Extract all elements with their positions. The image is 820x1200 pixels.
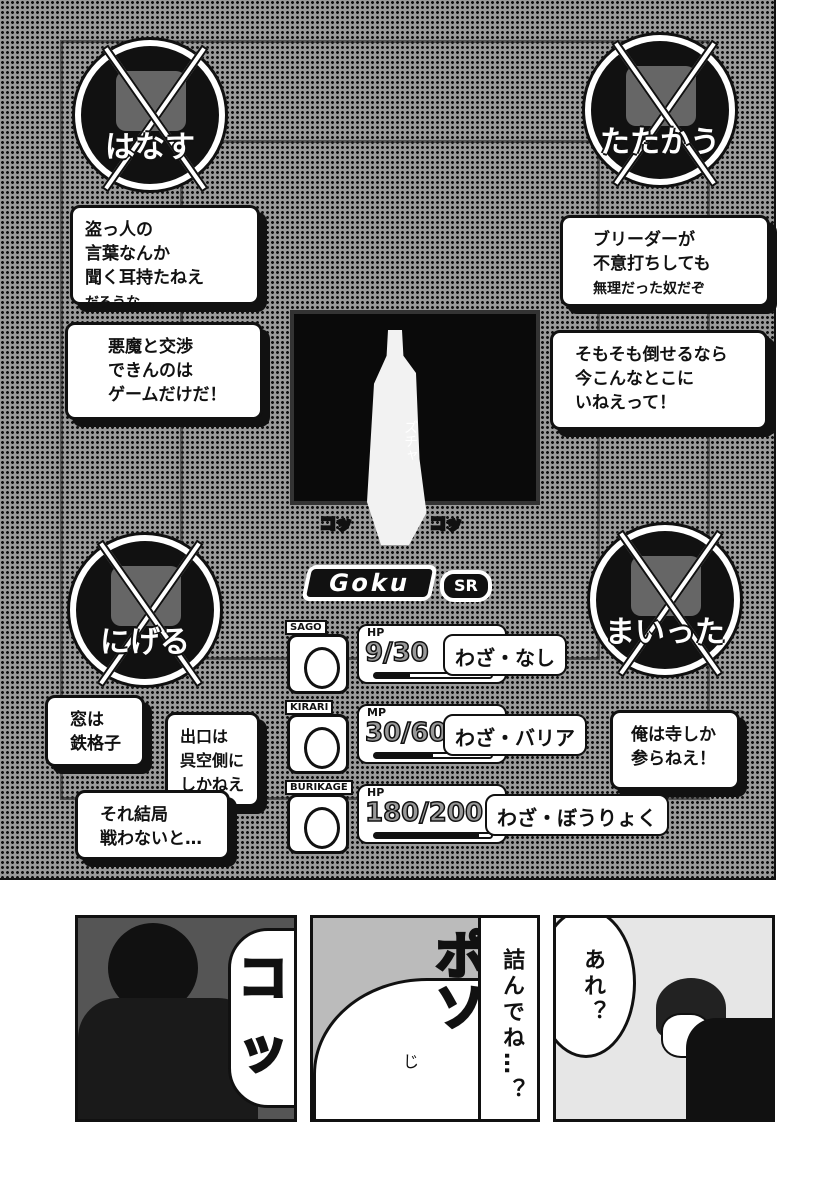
menu-fight[interactable]: たたかう [585,35,735,188]
stat-label: HP [367,786,385,799]
skill-label: わざ・なし [443,634,567,676]
sfx-knock: コッ [237,948,290,1081]
dialogue-line: あれ？ [580,948,605,1026]
sfx-step: コッ [428,513,463,535]
skill-label: わざ・ぼうりょく [485,794,669,836]
speech-bubble [478,918,537,1119]
menu-label: まいった [605,615,725,650]
stat-value: 180/200 [364,797,484,829]
boy-body [686,1018,772,1119]
speech-bubble: 悪魔と交渉 できんのは ゲームだけだ！ [65,322,263,420]
speech-bubble: それ結局 戦わないと… [75,790,230,860]
stat-bar-fill [375,754,433,757]
menu-run[interactable]: にげる [70,535,220,688]
member-portrait [287,794,349,854]
stat-label: MP [367,706,387,719]
stat-bar-fill [375,834,480,837]
panel-closeup: ポソ じ 詰んでね…？ [310,915,540,1122]
stat-value: 9/30 [364,637,429,669]
stat-value: 30/60 [364,717,447,749]
speech-bubble: 盗っ人の 言葉なんか 聞く耳持たねえだろうな… [70,205,260,311]
member-portrait [287,634,349,694]
menu-give-up[interactable]: まいった [590,525,740,678]
speech-bubble: 窓は 鉄格子 [45,695,145,767]
sfx-balloon [228,928,294,1108]
sfx-small: じ [403,1052,420,1071]
speech-bubble: 俺は寺しか 参らねえ！ [610,710,740,790]
speech-bubble: ブリーダーが 不意打ちしても無理だった奴だぞ [560,215,770,307]
sfx-walk: ズチャ [402,420,418,462]
menu-label: たたかう [600,125,720,160]
panel-masked-man: コッ [75,915,297,1122]
member-name: KIRARI [285,700,334,715]
sfx: ポソ [424,927,487,1034]
menu-label: はなす [105,130,195,165]
stat-label: HP [367,626,385,639]
enemy-name-tag: Goku [301,565,439,601]
game-menu-panel: コッ コッ ズチャ はなす たたかう にげる まいった 盗っ人の 言葉なんか 聞… [0,0,776,880]
menu-talk[interactable]: はなす [75,40,225,193]
member-name: BURIKAGE [285,780,353,795]
rank-badge: SR [440,570,492,602]
member-name: SAGO [285,620,327,635]
dialogue-line: 詰んでね…？ [499,948,524,1104]
stat-bar-fill [375,674,410,677]
sfx-step: コッ [318,513,353,535]
stat-bar [373,832,493,839]
speech-bubble: そもそも倒せるなら 今こんなとこに いねえって！ [550,330,768,430]
member-portrait [287,714,349,774]
panel-boy: あれ？ [553,915,775,1122]
skill-label: わざ・バリア [443,714,587,756]
menu-label: にげる [100,625,190,660]
